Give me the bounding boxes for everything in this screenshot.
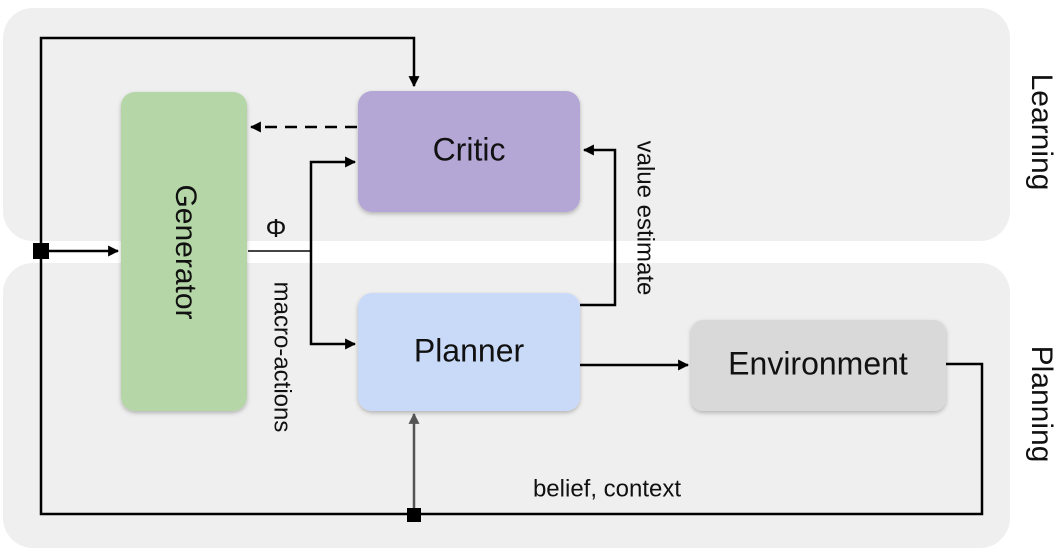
environment-feedback-line [39, 36, 984, 516]
planning-region-label: Planning [1025, 346, 1058, 463]
value-estimate-label: value estimate [632, 141, 659, 296]
environment-label: Environment [728, 345, 908, 381]
phi-to-critic-arrow [309, 156, 357, 251]
critic-block [358, 91, 580, 212]
planner-block [358, 293, 580, 411]
value-estimate-arrow [580, 144, 617, 307]
belief-context-label: belief, context [533, 475, 681, 502]
generator-block [121, 92, 247, 411]
macro-actions-to-planner-arrow [309, 251, 357, 350]
macro-actions-label: macro-actions [269, 282, 296, 433]
planner-label: Planner [414, 332, 525, 368]
environment-block [691, 320, 946, 411]
learning-region-label: Learning [1025, 74, 1058, 191]
generator-label: Generator [169, 184, 202, 319]
bus-junction-bottom [407, 508, 421, 522]
bus-junction-left [33, 243, 49, 259]
critic-label: Critic [433, 131, 506, 167]
phi-label: Φ [266, 213, 287, 243]
